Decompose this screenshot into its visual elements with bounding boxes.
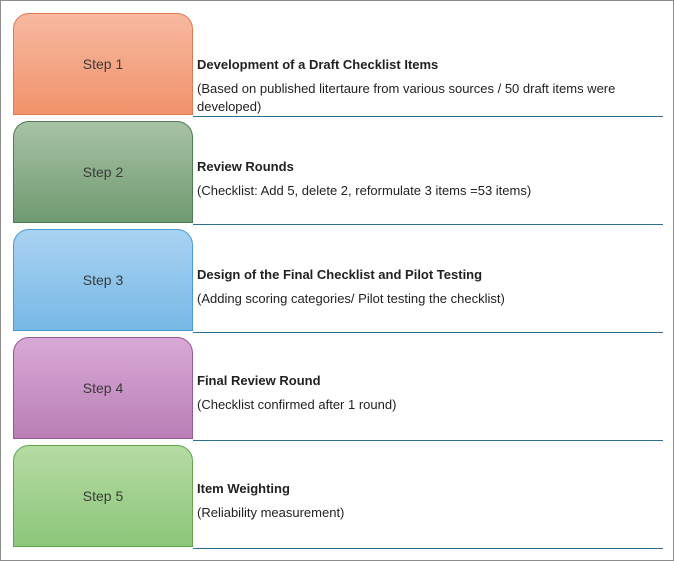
step-row-4: Step 4 Final Review Round (Checklist con…	[13, 337, 663, 441]
step-title-3: Design of the Final Checklist and Pilot …	[197, 267, 483, 282]
step-divider-1	[193, 116, 663, 117]
step-description-4: (Checklist confirmed after 1 round)	[197, 397, 397, 412]
step-row-2: Step 2 Review Rounds (Checklist: Add 5, …	[13, 121, 663, 225]
step-label-2: Step 2	[82, 164, 124, 180]
step-row-5: Step 5 Item Weighting (Reliability measu…	[13, 445, 663, 549]
step-title-4: Final Review Round	[197, 373, 321, 388]
step-title-5: Item Weighting	[197, 481, 290, 496]
step-description-5: (Reliability measurement)	[197, 505, 345, 520]
step-title-2: Review Rounds	[197, 159, 294, 174]
step-label-3: Step 3	[82, 272, 124, 288]
step-row-1: Step 1 Development of a Draft Checklist …	[13, 13, 663, 117]
step-divider-4	[193, 440, 663, 441]
step-tab-5: Step 5	[13, 445, 193, 547]
step-label-5: Step 5	[82, 488, 124, 504]
step-title-1: Development of a Draft Checklist Items	[197, 57, 439, 72]
step-description-2: (Checklist: Add 5, delete 2, reformulate…	[197, 183, 532, 198]
step-divider-5	[193, 548, 663, 549]
step-divider-2	[193, 224, 663, 225]
step-tab-2: Step 2	[13, 121, 193, 223]
step-description-1: (Based on published litertaure from vari…	[197, 81, 616, 114]
step-tab-1: Step 1	[13, 13, 193, 115]
step-tab-3: Step 3	[13, 229, 193, 331]
step-tab-4: Step 4	[13, 337, 193, 439]
step-row-3: Step 3 Design of the Final Checklist and…	[13, 229, 663, 333]
step-description-3: (Adding scoring categories/ Pilot testin…	[197, 291, 505, 306]
step-label-1: Step 1	[82, 56, 124, 72]
step-divider-3	[193, 332, 663, 333]
step-label-4: Step 4	[82, 380, 124, 396]
